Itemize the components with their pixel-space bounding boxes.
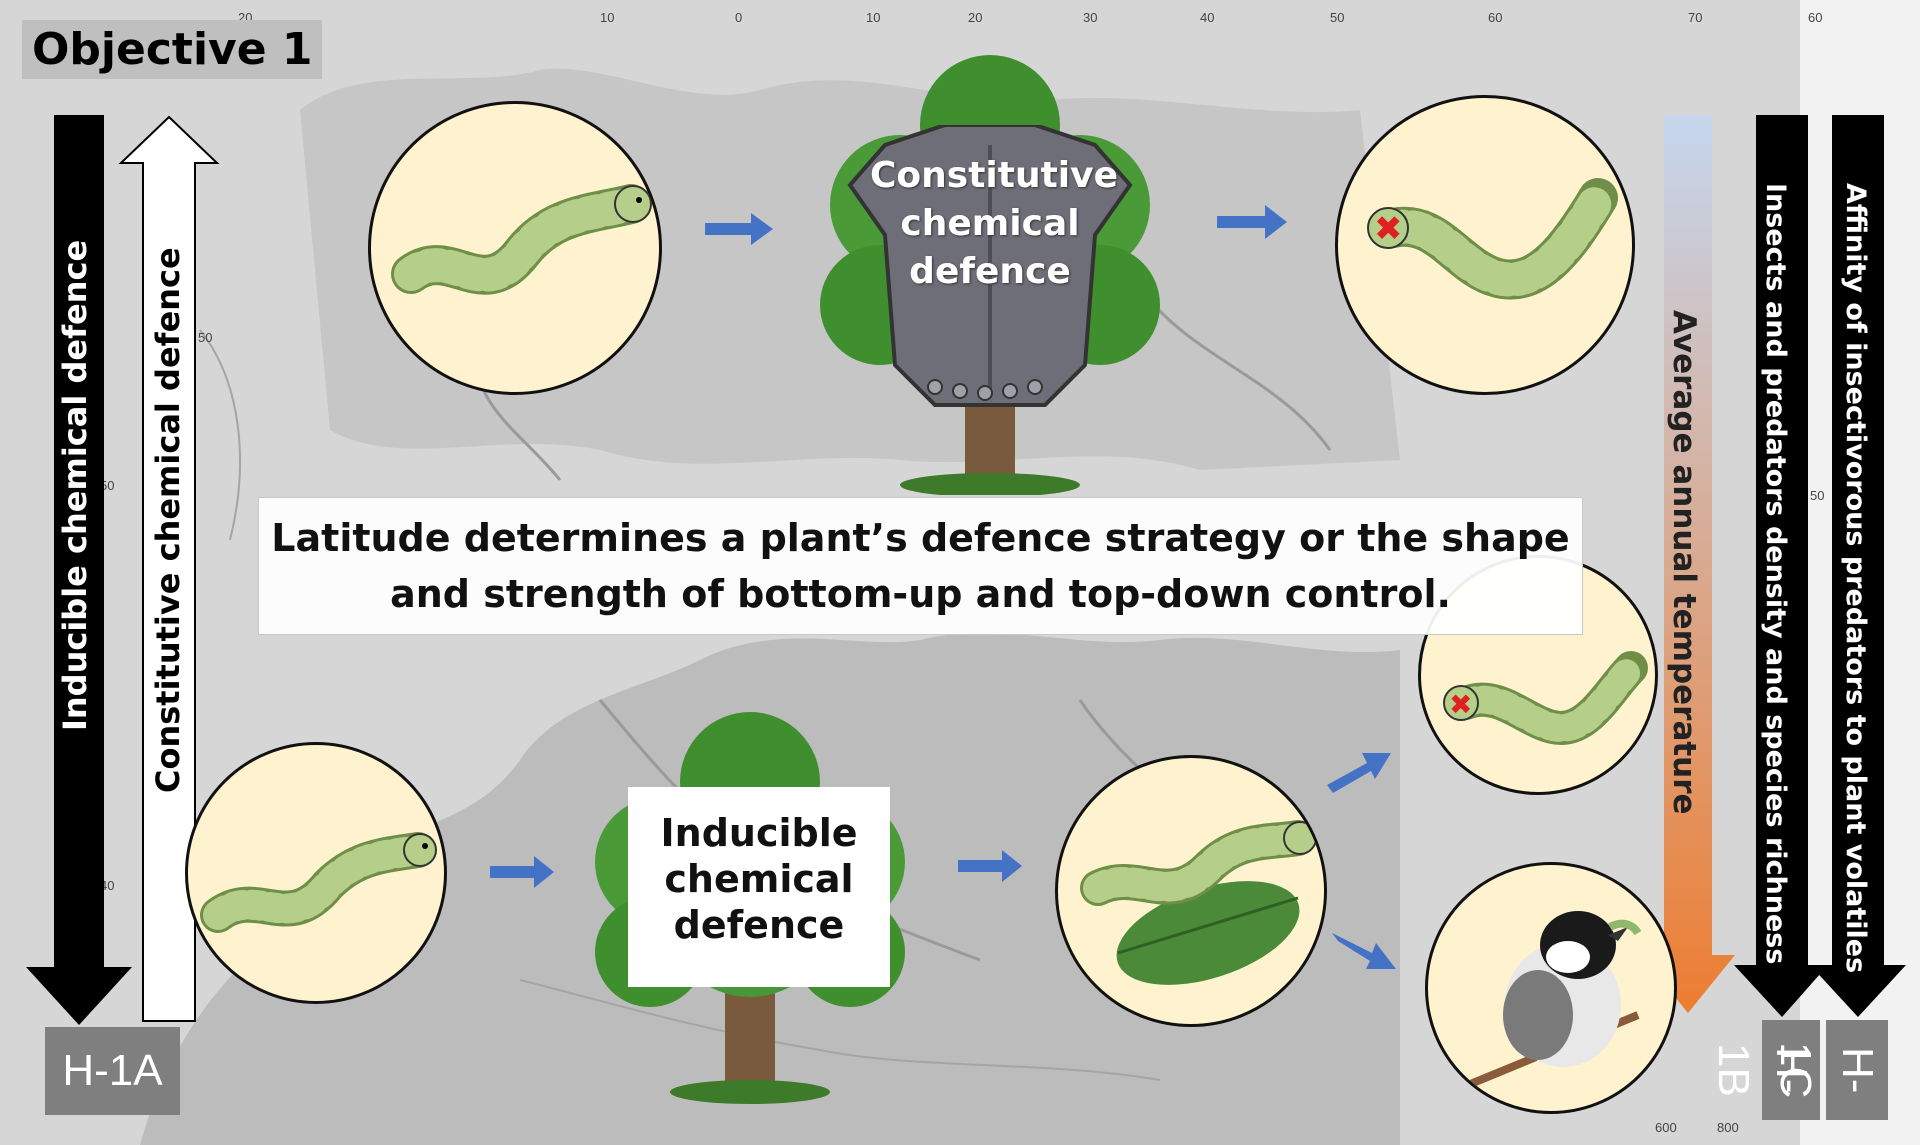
constitutive-label-line: defence xyxy=(909,251,1071,292)
dead-caterpillar-icon: ✖ xyxy=(1367,178,1618,300)
caterpillar-leaf-icon xyxy=(1080,820,1317,985)
map-tick-left: 50 xyxy=(198,330,213,345)
inducible-tree-label: Inducible chemical defence xyxy=(628,810,890,948)
hypothesis-h1b-label: H-1B xyxy=(1709,1020,1820,1120)
map-tick-top: 10 xyxy=(866,10,881,25)
central-statement-line: and strength of bottom-up and top-down c… xyxy=(390,572,1451,616)
inducible-label-line: Inducible xyxy=(660,811,858,855)
map-tick-bottom: 800 xyxy=(1717,1120,1739,1135)
svg-text:✖: ✖ xyxy=(1449,688,1472,721)
constitutive-label-line: chemical xyxy=(900,203,1080,244)
map-tick-top: 70 xyxy=(1688,10,1703,25)
flow-arrow-up-right xyxy=(1327,753,1391,793)
map-tick-top: 0 xyxy=(735,10,743,25)
inducible-label-line: defence xyxy=(673,903,845,947)
temperature-axis-label: Average annual temperature xyxy=(1666,310,1702,815)
caterpillar-circle-south xyxy=(185,742,447,1004)
inducible-defence-axis-label: Inducible chemical defence xyxy=(56,239,94,731)
caterpillar-icon xyxy=(391,184,652,295)
svg-text:✖: ✖ xyxy=(1374,209,1403,249)
inducible-chemistry-panel xyxy=(628,787,890,987)
constitutive-label-line: Constitutive xyxy=(870,155,1119,196)
inducible-label-line: chemical xyxy=(664,857,854,901)
map-tick-bottom: 600 xyxy=(1655,1120,1677,1135)
constitutive-up-arrow xyxy=(118,115,220,1022)
chickadee-bird-icon xyxy=(1466,911,1642,1089)
hypothesis-h1c-label: H-1C xyxy=(1771,1020,1888,1120)
caterpillar-circle-north xyxy=(368,101,662,395)
caterpillar-on-leaf-circle xyxy=(1055,755,1327,1027)
map-tick-top: 60 xyxy=(1488,10,1503,25)
flow-arrow xyxy=(1217,205,1287,239)
constitutive-defence-axis-label: Constitutive chemical defence xyxy=(149,247,187,793)
bird-predator-circle xyxy=(1425,862,1677,1114)
predator-affinity-axis-label: Affinity of insectivorous predators to p… xyxy=(1840,183,1871,974)
map-tick-top: 30 xyxy=(1083,10,1098,25)
objective-title: Objective 1 xyxy=(22,20,323,79)
predator-affinity-arrow xyxy=(1810,115,1906,1017)
caterpillar-icon xyxy=(200,832,437,933)
caterpillar-circle-dead-north: ✖ xyxy=(1335,95,1635,395)
map-tick-top: 40 xyxy=(1200,10,1215,25)
map-tick-top: 20 xyxy=(968,10,983,25)
temperature-gradient-arrow xyxy=(1641,115,1735,1013)
flow-arrow-down-right xyxy=(1332,933,1396,969)
map-tick-top: 50 xyxy=(1330,10,1345,25)
central-statement-line: Latitude determines a plant’s defence st… xyxy=(271,516,1570,560)
constitutive-tree-label: Constitutive chemical defence xyxy=(870,152,1119,296)
armor-breastplate-icon xyxy=(847,125,1133,407)
map-tick-right: 50 xyxy=(1810,488,1825,503)
central-statement-box: Latitude determines a plant’s defence st… xyxy=(258,497,1583,635)
inducible-down-arrow xyxy=(26,115,132,1025)
map-tick-top: 10 xyxy=(600,10,615,25)
hypothesis-h1a-label: H-1A xyxy=(45,1027,180,1115)
flow-arrow xyxy=(705,213,773,245)
dead-caterpillar-icon: ✖ xyxy=(1443,651,1648,746)
insects-density-axis-label: Insects and predators density and specie… xyxy=(1760,183,1791,965)
central-statement: Latitude determines a plant’s defence st… xyxy=(271,510,1569,622)
flow-arrow xyxy=(490,856,554,888)
flow-arrow xyxy=(958,850,1022,882)
map-tick-top: 60 xyxy=(1808,10,1823,25)
insects-density-arrow xyxy=(1734,115,1828,1017)
